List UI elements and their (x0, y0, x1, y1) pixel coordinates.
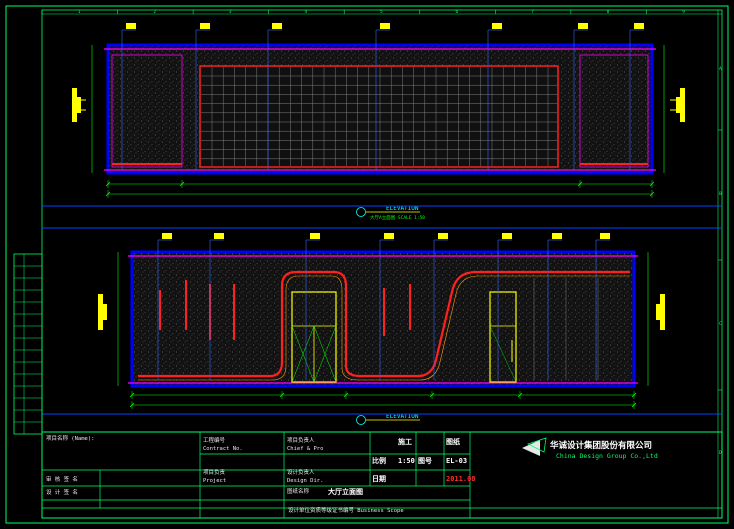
top-elevation-mark: ELEVATION 大厅A立面图 SCALE 1:50 (356, 205, 425, 221)
grid-row-letter: A (719, 66, 722, 72)
bottom-right-panel-dividers (533, 278, 599, 380)
leader-tag (272, 23, 282, 29)
top-horizontal-dimensions (105, 180, 655, 198)
leader-tag (502, 233, 512, 239)
grid-column-number: 2 (153, 9, 156, 15)
sheet-label: 图号 (418, 456, 432, 465)
leader-tag (634, 23, 644, 29)
outer-border (5, 5, 729, 524)
scale-label: 比例 (372, 456, 386, 465)
bottom-right-door (489, 291, 517, 383)
bottom-elevation-title: ELEVATION (386, 413, 419, 420)
grid-reference-strip: 1 2 3 4 5 6 7 8 9A B C D (41, 9, 722, 519)
sheet-value: EL-03 (446, 457, 467, 465)
bottom-elevation-mark: ELEVATION (356, 413, 420, 425)
title-block: 项目名称 (Name): 审 核 签 名 设 计 签 名 工程编号 Contra… (41, 431, 723, 519)
leader-tag (578, 23, 588, 29)
design-director-en: Design Dir. (287, 478, 323, 484)
grid-row-letter: C (719, 321, 722, 327)
top-right-panel (579, 54, 649, 168)
bottom-annotation-leaders (157, 233, 610, 380)
grid-column-number: 6 (456, 9, 459, 15)
company-name-en: China Design Group Co.,Ltd (556, 452, 658, 460)
bottom-curved-red-band (138, 270, 630, 378)
bottom-wall-outline (130, 250, 636, 388)
revision-table (13, 253, 43, 435)
design-director-label: 设计负责人 (287, 468, 315, 476)
project-lead-label: 项目负责 (203, 468, 226, 476)
contract-no-label: 工程编号 (203, 436, 226, 444)
company-logo (522, 437, 547, 456)
grid-column-number: 8 (607, 9, 610, 15)
chief-en: Chief & Pro (287, 446, 323, 452)
leader-tag (380, 23, 390, 29)
stage-value: 图纸 (446, 437, 460, 446)
grid-column-number: 7 (531, 9, 534, 15)
scale-value: 1:50 (398, 457, 415, 465)
leader-tag (126, 23, 136, 29)
leader-tag (492, 23, 502, 29)
bottom-elevation: ELEVATION (42, 227, 722, 425)
project-name-label: 项目名称 (Name): (46, 434, 95, 442)
bottom-right-sconce (656, 294, 665, 330)
bottom-curved-band-inner (138, 275, 630, 381)
top-center-grid-panel (199, 65, 559, 168)
project-lead-en: Project (203, 478, 226, 484)
bottom-left-door (291, 291, 337, 383)
leader-tag (552, 233, 562, 239)
company-name-cn: 华诚设计集团股份有限公司 (550, 440, 652, 451)
grid-column-number: 5 (380, 9, 383, 15)
leader-tag (384, 233, 394, 239)
bottom-horizontal-dimensions (129, 391, 637, 409)
date-value: 2011.08 (446, 475, 476, 483)
drawing-name-label: 图纸名称 (287, 487, 310, 495)
top-wall-outline (106, 43, 654, 175)
chief-label: 项目负责人 (287, 436, 315, 444)
top-elevation-title: ELEVATION (386, 205, 419, 212)
leader-tag (200, 23, 210, 29)
top-left-sconce (72, 88, 86, 122)
grid-column-number: 3 (229, 9, 232, 15)
bottom-left-sconce (98, 294, 107, 330)
contract-no-en: Contract No. (203, 446, 243, 452)
design-sign-label: 设 计 签 名 (46, 488, 78, 496)
footer-note: 设计单位资质等级证书编号 Business Scope (288, 506, 404, 514)
top-left-panel (111, 54, 183, 168)
date-label: 日期 (372, 474, 386, 483)
leader-tag (600, 233, 610, 239)
top-right-sconce (670, 88, 685, 122)
grid-row-letter: D (719, 450, 722, 456)
leader-tag (162, 233, 172, 239)
grid-column-number: 4 (304, 9, 307, 15)
top-annotation-leaders (121, 23, 644, 170)
top-elevation-subtitle: 大厅A立面图 SCALE 1:50 (370, 214, 425, 221)
grid-column-number: 9 (682, 9, 685, 15)
top-elevation: ELEVATION 大厅A立面图 SCALE 1:50 (42, 23, 722, 221)
stage-label: 施工 (398, 437, 412, 446)
review-sign-label: 审 核 签 名 (46, 475, 78, 483)
grid-column-number: 1 (78, 9, 81, 15)
leader-tag (310, 233, 320, 239)
grid-row-letter: B (719, 191, 722, 197)
leader-tag (438, 233, 448, 239)
leader-tag (214, 233, 224, 239)
drawing-name: 大厅立面图 (328, 487, 363, 496)
